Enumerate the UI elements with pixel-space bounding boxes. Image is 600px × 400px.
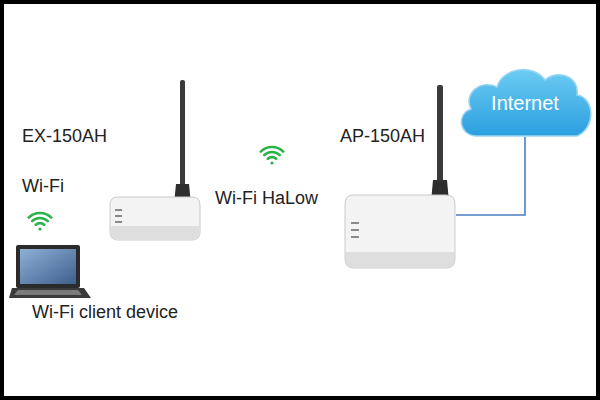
wifi-dot (38, 227, 41, 230)
network-cable (456, 137, 525, 215)
device-name: Wi-Fi client device (32, 302, 178, 322)
laptop-illustration (9, 245, 91, 298)
led (115, 215, 122, 217)
laptop-lid (16, 245, 80, 288)
wifi-arc (29, 213, 52, 218)
router-body (345, 195, 455, 268)
wifi-icon (261, 147, 284, 165)
wifi-arc (268, 157, 276, 159)
device-name: EX-150AH (22, 126, 107, 146)
led (115, 209, 122, 211)
router-node: EX-150AH (15, 78, 205, 243)
cloud-outline (461, 70, 590, 136)
laptop-base (9, 288, 91, 298)
wifi-arc (261, 147, 284, 152)
led (351, 229, 359, 231)
wifi-arc (36, 223, 44, 225)
router-illustration (345, 85, 455, 268)
router-body (110, 197, 200, 240)
laptop-screen (20, 249, 76, 284)
wifi-dot (270, 161, 273, 164)
wifi-arc (264, 152, 280, 155)
router-front (345, 252, 455, 268)
cloud-node: Internet (455, 62, 595, 137)
link-label: Wi-Fi (22, 176, 64, 196)
link-label: Wi-Fi HaLow (215, 188, 318, 208)
cloud-label: Internet (491, 93, 559, 113)
router-front (110, 226, 200, 240)
device-name: AP-150AH (340, 126, 425, 146)
wifi-icon (29, 213, 52, 231)
wifi-arc (32, 218, 48, 221)
laptop-keyboard (14, 290, 82, 295)
led (351, 236, 359, 238)
laptop-node: Wi-Fi client device (8, 240, 200, 326)
router-illustration (110, 80, 200, 240)
led (351, 222, 359, 224)
router-node: AP-150AH (335, 80, 456, 270)
antenna (180, 80, 185, 198)
led (115, 221, 122, 223)
